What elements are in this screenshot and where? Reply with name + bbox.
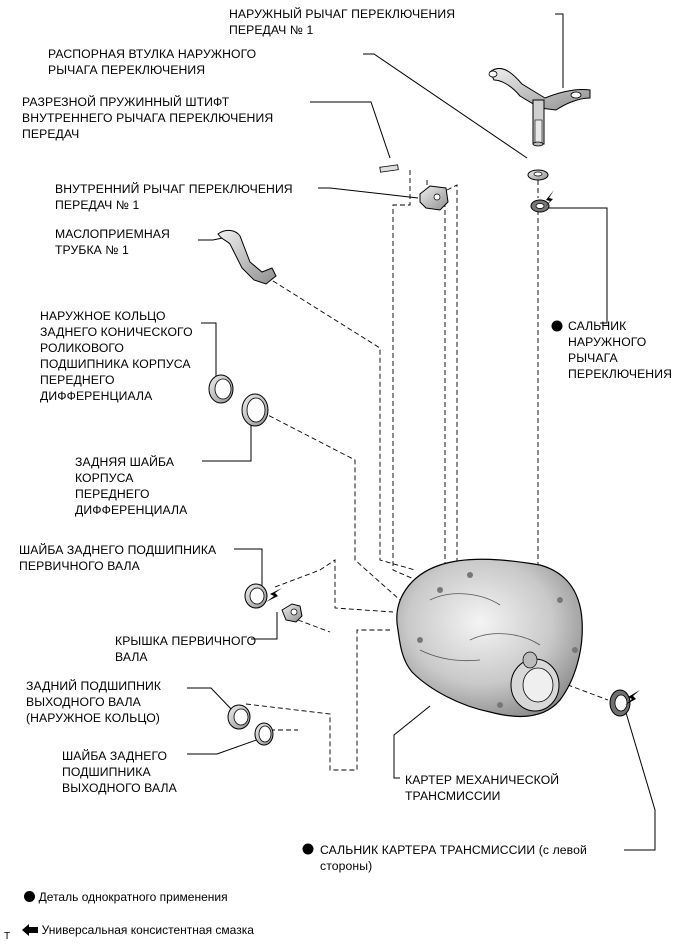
leader-lines [187, 13, 656, 851]
label-outer-lever-seal: САЛЬНИК НАРУЖНОГО РЫЧАГА ПЕРЕКЛЮЧЕНИЯ [568, 319, 672, 381]
label-oil-pipe: МАСЛОПРИЕМНАЯ ТРУБКА № 1 [55, 227, 170, 257]
filled-circle-icon [23, 891, 35, 902]
case-seal-part [609, 689, 640, 717]
outer-lever-seal-part [530, 190, 554, 213]
label-input-bearing-washer: ШАЙБА ЗАДНЕГО ПОДШИПНИКА ПЕРВИЧНОГО ВАЛА [19, 543, 217, 573]
output-washer-part [254, 722, 274, 746]
oil-pipe-part [217, 229, 277, 285]
label-slotted-pin: РАЗРЕЗНОЙ ПРУЖИННЫЙ ШТИФТ ВНУТРЕННЕГО РЫ… [22, 95, 274, 141]
label-inner-shift-lever: ВНУТРЕННИЙ РЫЧАГ ПЕРЕКЛЮЧЕНИЯ ПЕРЕДАЧ № … [55, 182, 293, 212]
label-output-bearing: ЗАДНИЙ ПОДШИПНИК ВЫХОДНОГО ВАЛА (НАРУЖНО… [26, 679, 162, 725]
slotted-pin-part [379, 164, 399, 173]
bearing-outer-race-part [208, 374, 234, 404]
label-case-seal: САЛЬНИК КАРТЕРА ТРАНСМИССИИ (с левой сто… [320, 843, 587, 873]
output-bearing-part [227, 704, 251, 730]
label-outer-shift-lever: НАРУЖНЫЙ РЫЧАГ ПЕРЕКЛЮЧЕНИЯ ПЕРЕДАЧ № 1 [229, 7, 456, 37]
outer-shift-lever-part [488, 68, 591, 147]
legend-grease-text: Универсальная консистентная смазка [41, 923, 254, 937]
label-case: КАРТЕР МЕХАНИЧЕСКОЙ ТРАНСМИССИИ [405, 773, 560, 803]
label-input-cover: КРЫШКА ПЕРВИЧНОГО ВАЛА [115, 634, 257, 664]
spacer-part [527, 169, 549, 181]
non-reusable-marker-icon [551, 320, 563, 332]
input-cover-part [281, 603, 303, 623]
diff-washer-part [241, 393, 269, 427]
label-bearing-outer-race: НАРУЖНОЕ КОЛЬЦО ЗАДНЕГО КОНИЧЕСКОГО РОЛИ… [40, 309, 193, 403]
footer-mark: T [4, 931, 11, 942]
inner-shift-lever-part [419, 185, 449, 211]
legend-non-reusable-text: Деталь однократного применения [38, 890, 228, 904]
grease-arrow-icon [21, 924, 38, 936]
non-reusable-marker-icon [302, 843, 314, 855]
legend-grease: Универсальная консистентная смазка [15, 906, 254, 938]
input-bearing-washer-part [244, 583, 282, 609]
label-output-washer: ШАЙБА ЗАДНЕГО ПОДШИПНИКА ВЫХОДНОГО ВАЛА [62, 749, 177, 795]
label-diff-washer: ЗАДНЯЯ ШАЙБА КОРПУСА ПЕРЕДНЕГО ДИФФЕРЕНЦ… [75, 455, 188, 517]
legend-non-reusable: Деталь однократного применения [17, 873, 228, 905]
label-spacer: РАСПОРНАЯ ВТУЛКА НАРУЖНОГО РЫЧАГА ПЕРЕКЛ… [48, 47, 257, 77]
transmission-case-part [396, 558, 583, 718]
